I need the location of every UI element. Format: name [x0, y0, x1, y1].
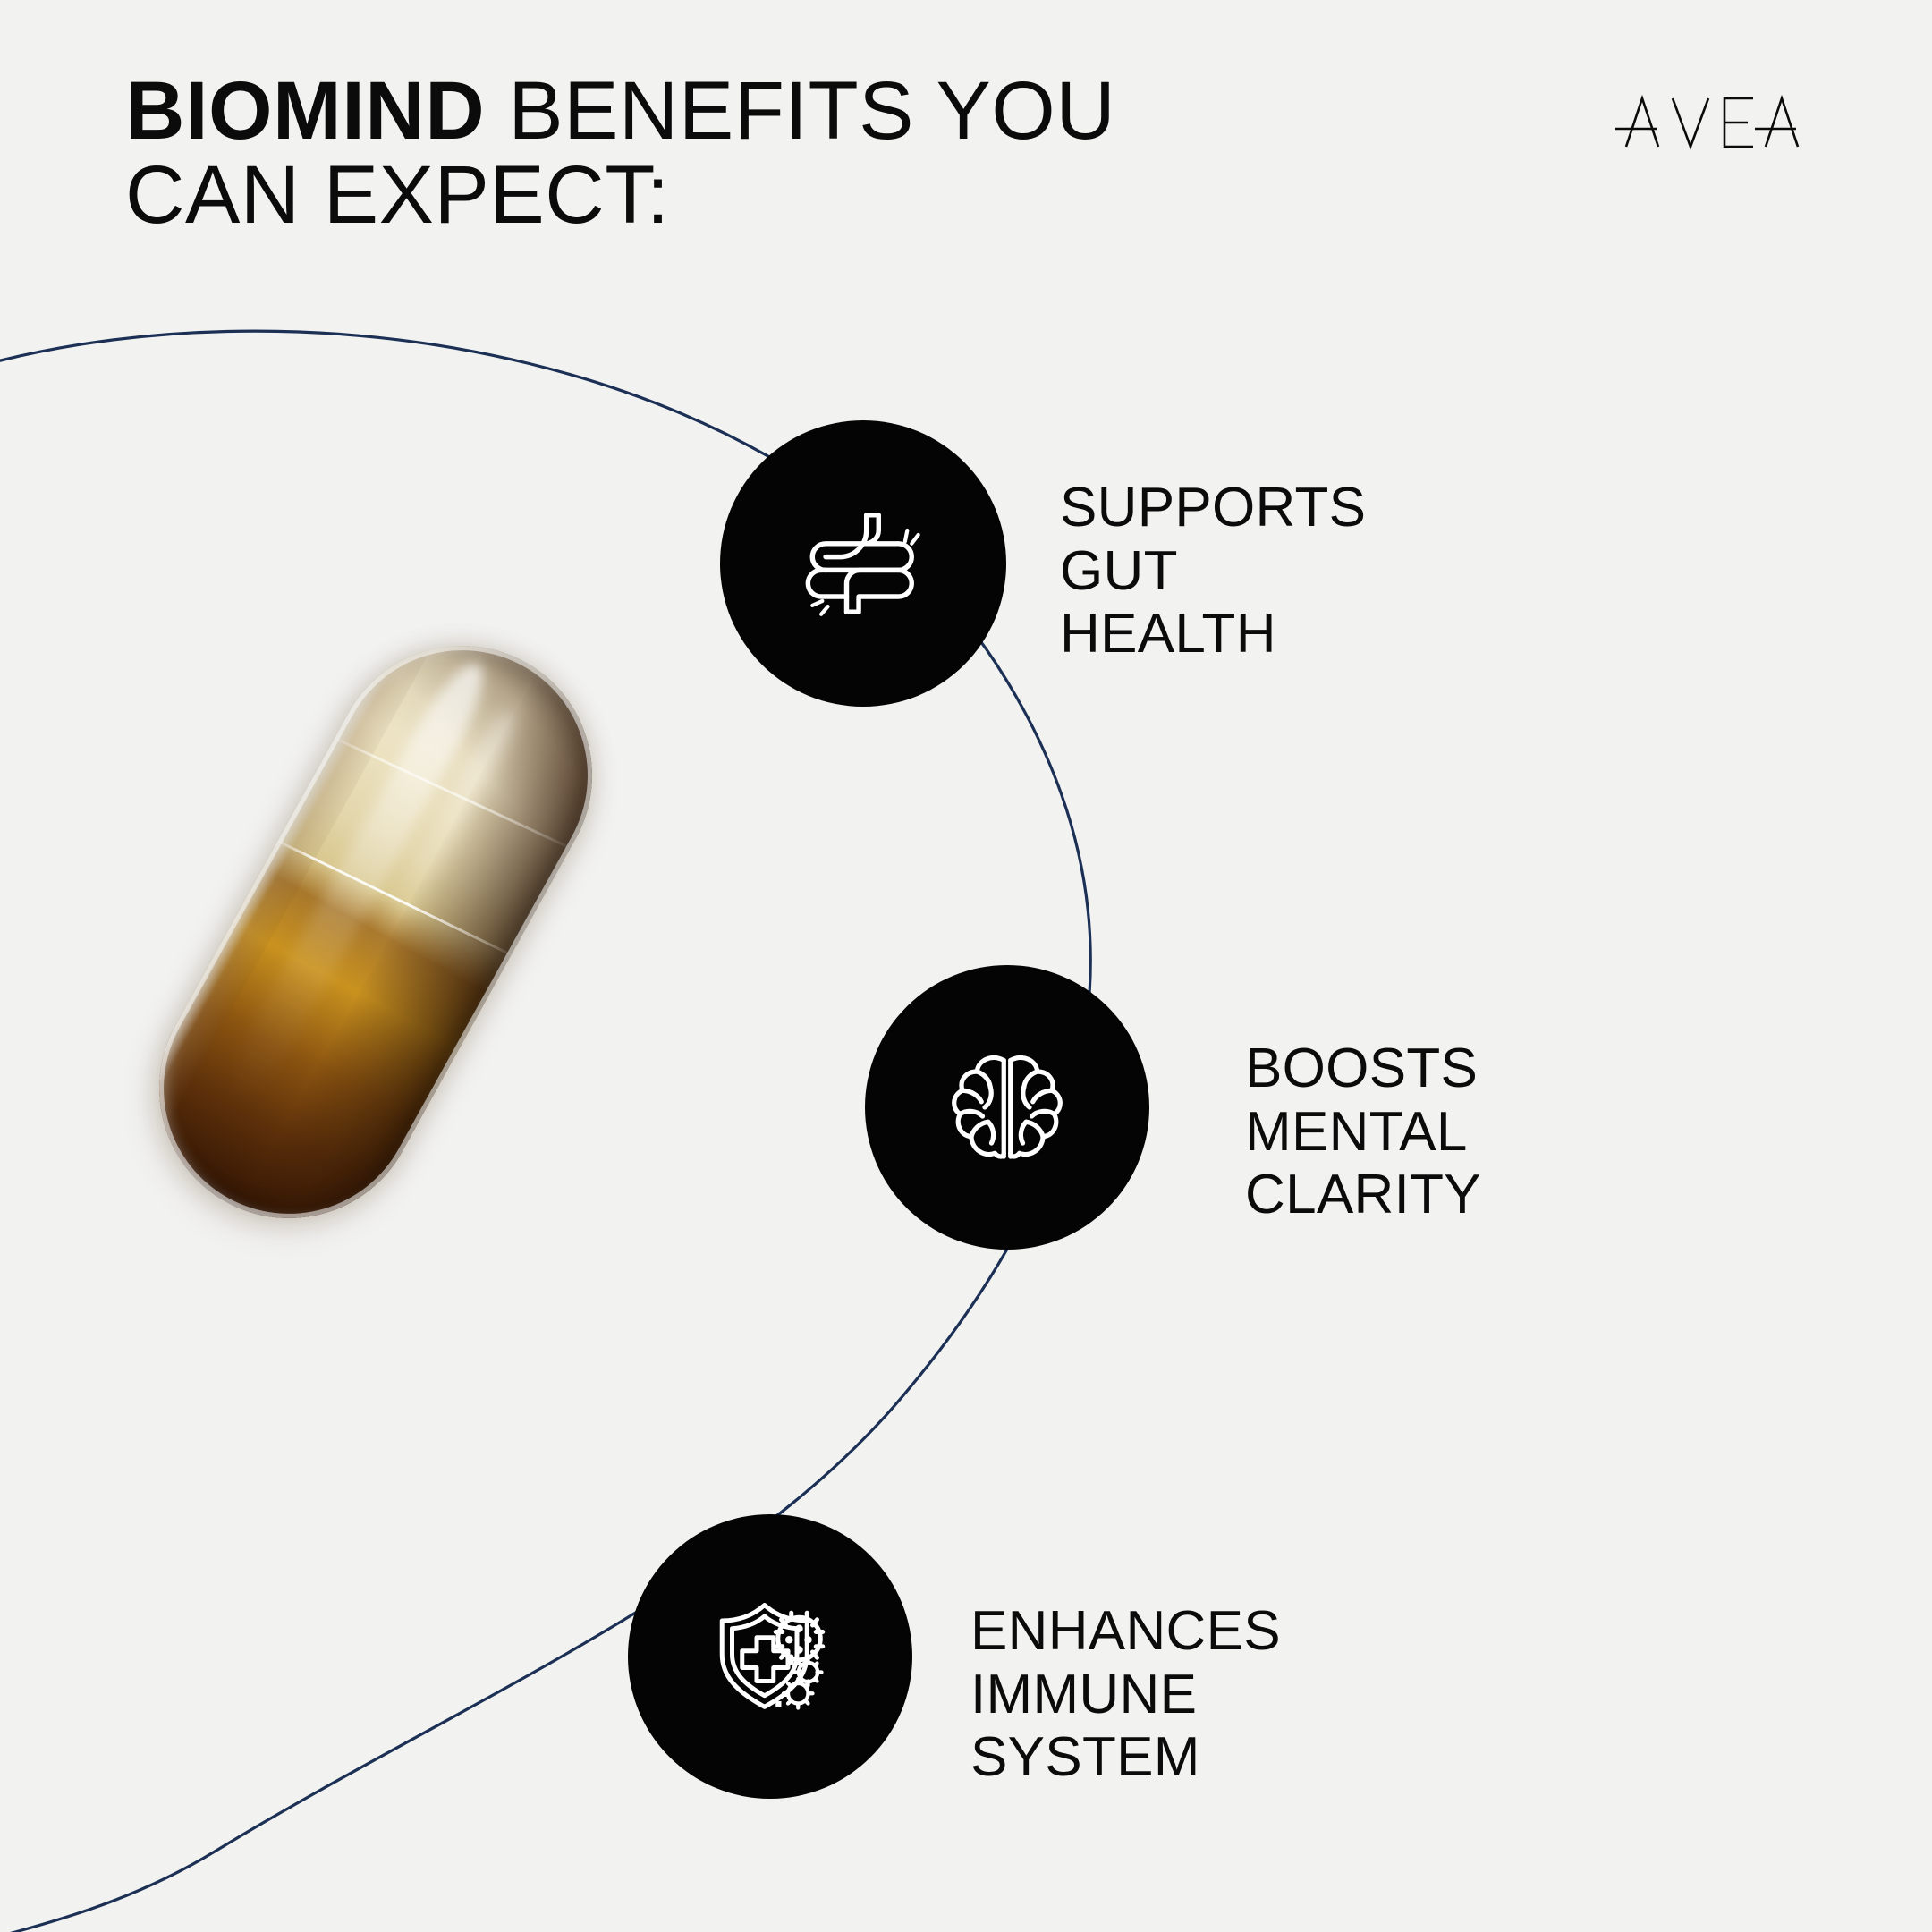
shield-virus-icon [719, 1603, 826, 1710]
benefit-icon-badge-immune[interactable] [628, 1514, 912, 1799]
brand-name: BIOMIND [125, 65, 486, 157]
intestine-icon [805, 513, 920, 616]
avea-logo [1590, 89, 1814, 154]
benefit-line-2: IMMUNE SYSTEM [970, 1663, 1200, 1789]
benefit-icon-badge-brain[interactable] [865, 965, 1149, 1250]
benefit-line-1: BOOSTS MENTAL [1245, 1038, 1479, 1163]
benefit-line-1: SUPPORTS [1060, 477, 1367, 538]
benefit-line-2: GUT HEALTH [1060, 539, 1276, 665]
page-title: BIOMIND BENEFITS YOU CAN EXPECT: [125, 69, 1288, 238]
benefit-line-2: CLARITY [1245, 1164, 1481, 1226]
brain-icon [952, 1055, 1063, 1159]
headline-rest: BENEFITS YOU CAN EXPECT: [125, 65, 1116, 241]
benefit-icon-badge-gut[interactable] [720, 420, 1006, 707]
product-image [107, 598, 640, 1266]
benefit-line-1: ENHANCES [970, 1600, 1281, 1662]
